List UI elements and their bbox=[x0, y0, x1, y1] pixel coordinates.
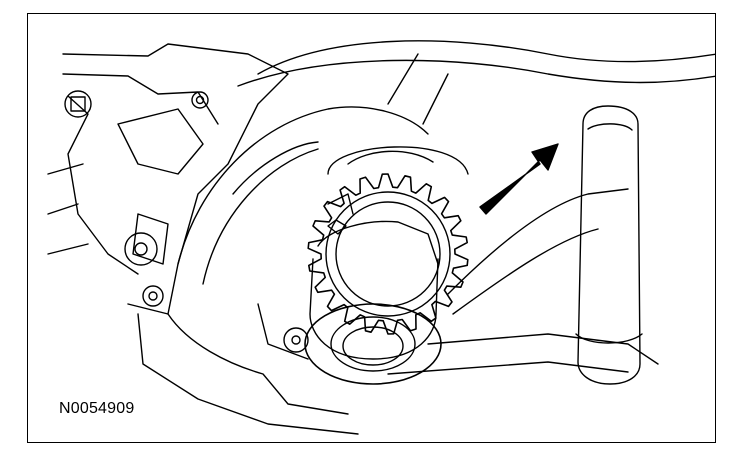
upper-housing bbox=[237, 40, 715, 125]
crankshaft-hub bbox=[304, 193, 442, 385]
figure-id-label: N0054909 bbox=[59, 400, 135, 417]
engine-front-illustration bbox=[47, 40, 715, 435]
lower-cover bbox=[387, 188, 659, 375]
vertical-tube bbox=[575, 105, 643, 385]
illustration-frame: N0054909 bbox=[27, 13, 716, 443]
front-cover bbox=[127, 106, 429, 435]
engine-block bbox=[47, 43, 289, 315]
arrow-indicator bbox=[479, 143, 559, 215]
crankshaft-sprocket bbox=[307, 146, 469, 335]
